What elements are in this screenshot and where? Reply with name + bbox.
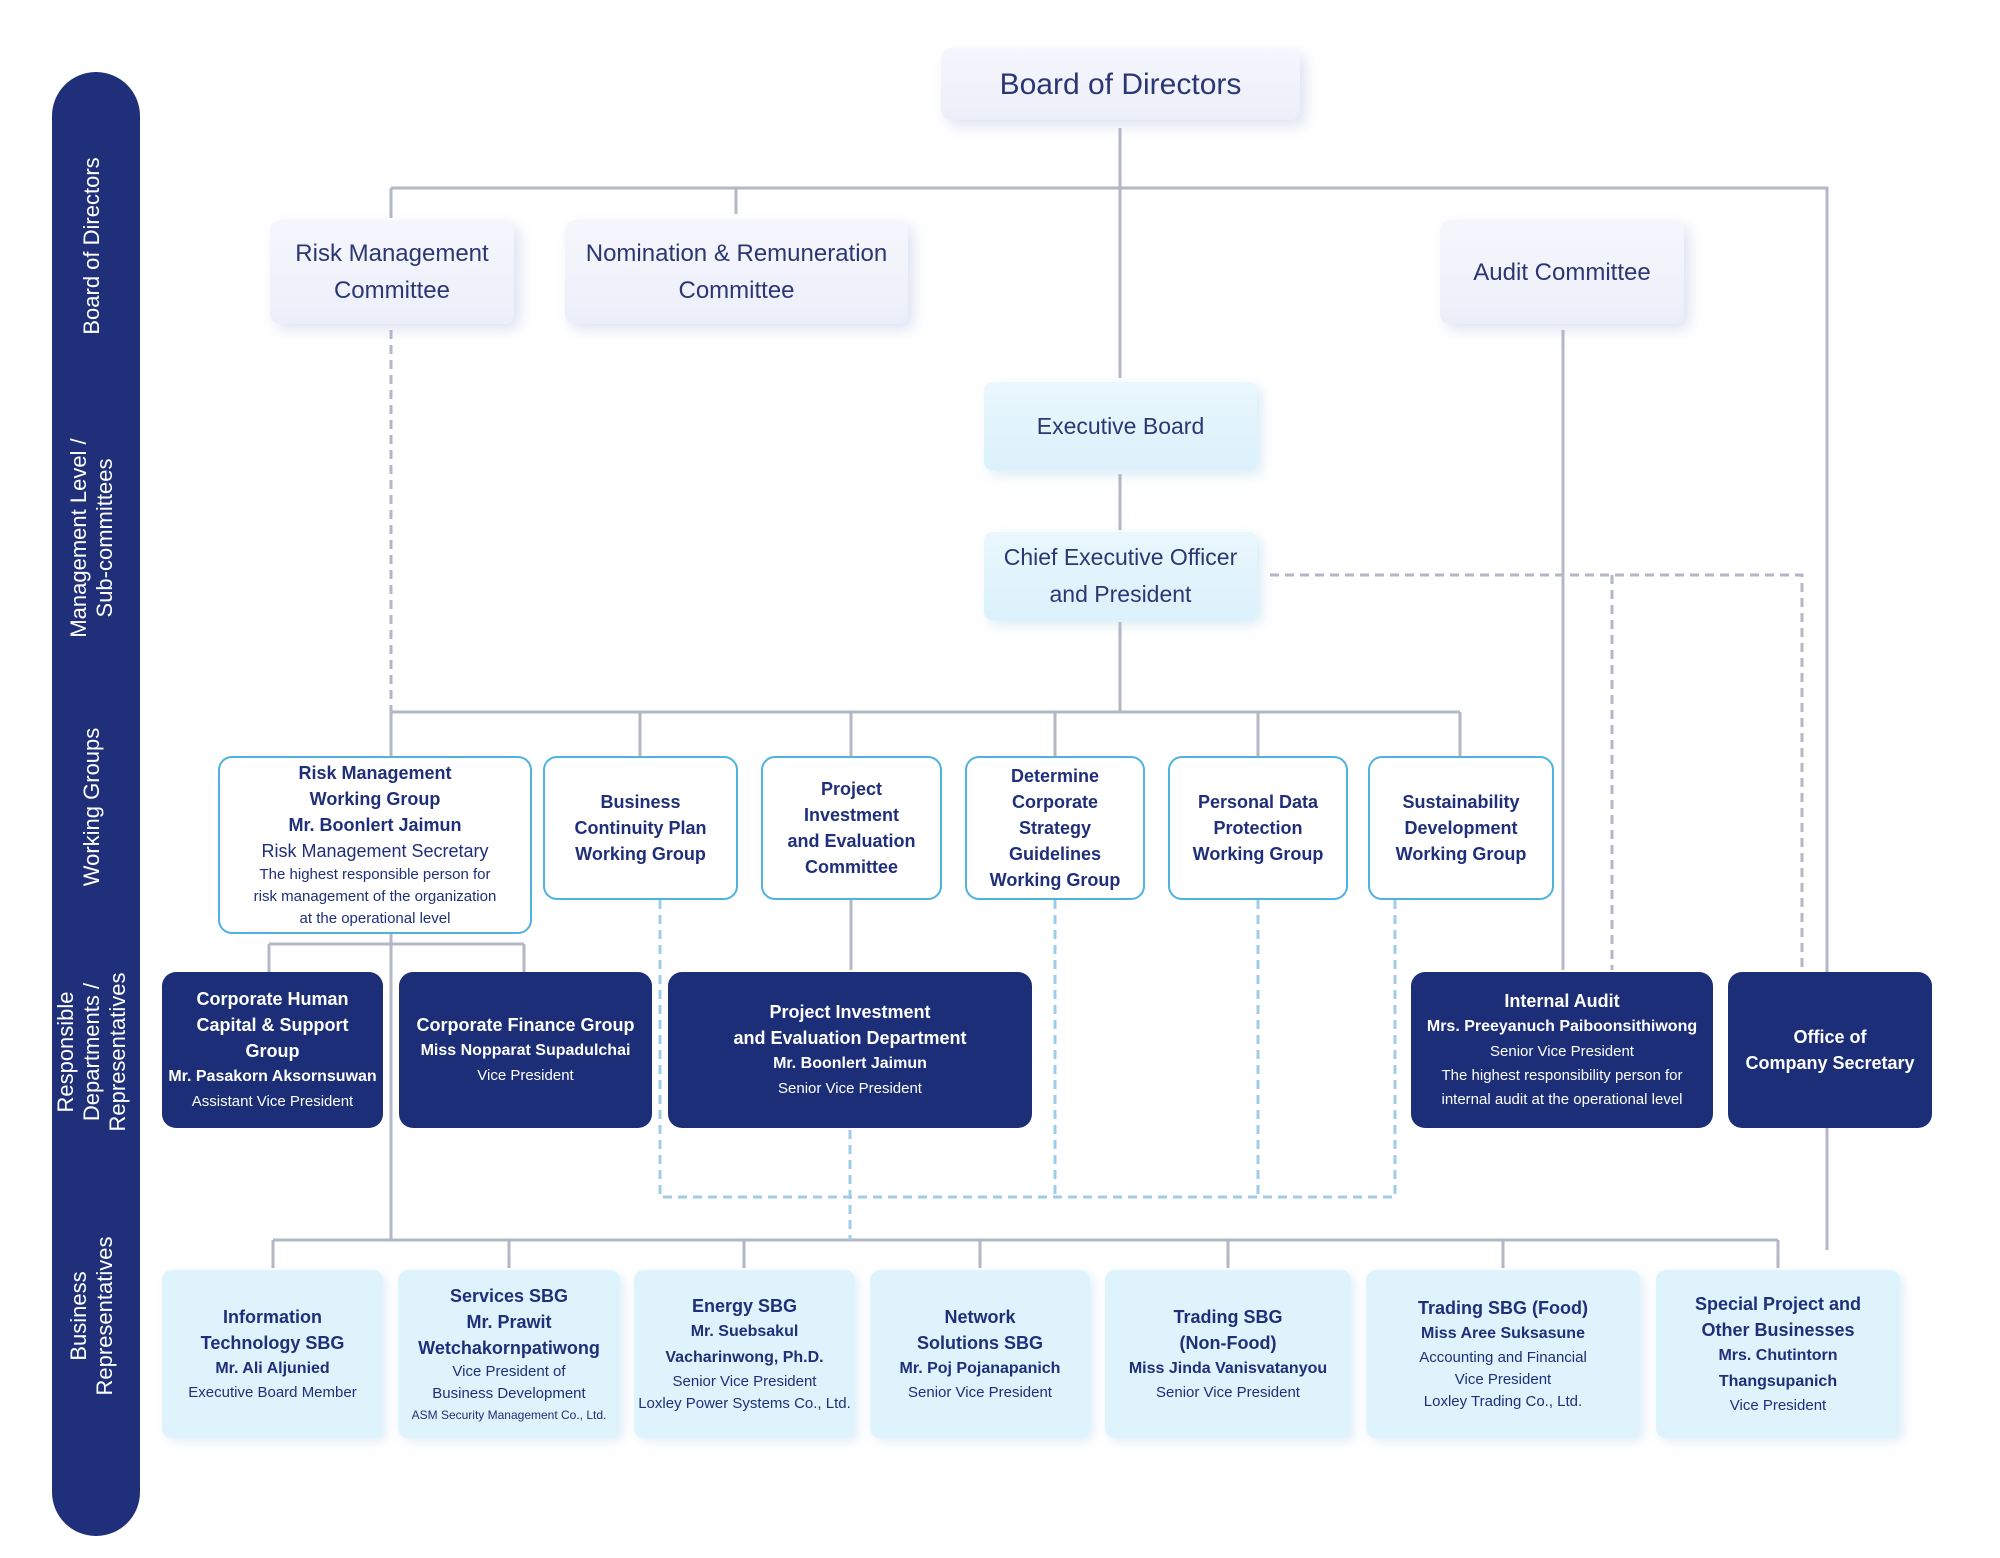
it-sbg-person: Mr. Ali Aljunied: [215, 1360, 330, 1377]
connector-ceo-dashed: [1270, 573, 1804, 970]
bcp-wg-title: Business Continuity Plan Working Group: [574, 792, 707, 864]
energy-sbg-person: Mr. Suebsakul Vacharinwong, Ph.D.: [665, 1323, 824, 1366]
network-sbg-box: Network Solutions SBG Mr. Poj Pojanapani…: [870, 1270, 1090, 1438]
level-sidebar: Board of Directors Management Level / Su…: [52, 72, 140, 1536]
it-sbg-box: Information Technology SBG Mr. Ali Aljun…: [162, 1270, 383, 1438]
it-sbg-role: Executive Board Member: [188, 1384, 357, 1401]
network-sbg-title: Network Solutions SBG: [917, 1307, 1043, 1353]
trading-nonfood-title: Trading SBG (Non-Food): [1173, 1307, 1283, 1353]
project-committee-title: Project Investment and Evaluation Commit…: [787, 779, 916, 877]
services-sbg-role: Vice President of Business Development: [432, 1363, 586, 1402]
trading-food-title: Trading SBG (Food): [1418, 1298, 1588, 1318]
special-project-title: Special Project and Other Businesses: [1694, 1294, 1862, 1340]
business-continuity-wg-box: Business Continuity Plan Working Group: [543, 756, 738, 900]
audit-dept-person: Mrs. Preeyanuch Paiboonsithiwong: [1426, 1018, 1698, 1035]
risk-management-committee-box: Risk Management Committee: [270, 220, 514, 324]
risk-committee-title: Risk Management Committee: [295, 240, 489, 304]
finance-dept-title: Corporate Finance Group: [416, 1015, 635, 1035]
special-project-role: Vice President: [1729, 1397, 1827, 1414]
energy-sbg-role: Senior Vice President: [672, 1373, 817, 1390]
it-sbg-title: Information Technology SBG: [200, 1307, 345, 1353]
project-investment-dept-box: Project Investment and Evaluation Depart…: [668, 972, 1032, 1128]
company-secretary-box: Office of Company Secretary: [1728, 972, 1932, 1128]
nomination-committee-title: Nomination & Remuneration Committee: [585, 240, 888, 304]
audit-dept-title: Internal Audit: [1504, 991, 1620, 1011]
ceo-title: Chief Executive Officer and President: [1003, 544, 1238, 607]
hr-dept-role: Assistant Vice President: [191, 1093, 354, 1110]
corporate-strategy-wg-box: Determine Corporate Strategy Guidelines …: [965, 756, 1145, 900]
audit-committee-title: Audit Committee: [1473, 258, 1651, 286]
trading-food-sbg-box: Trading SBG (Food) Miss Aree Suksasune A…: [1366, 1270, 1640, 1438]
hr-dept-title: Corporate Human Capital & Support Group: [196, 989, 349, 1061]
connector-committee-bus: [391, 186, 1829, 1250]
risk-management-wg-box: Risk Management Working Group Mr. Boonle…: [218, 756, 532, 934]
board-of-directors-box: Board of Directors: [941, 48, 1300, 120]
project-dept-person: Mr. Boonlert Jaimun: [773, 1055, 927, 1072]
nomination-committee-box: Nomination & Remuneration Committee: [565, 220, 908, 324]
trading-food-role: Accounting and Financial Vice President …: [1419, 1349, 1587, 1410]
personal-data-wg-box: Personal Data Protection Working Group: [1168, 756, 1348, 900]
energy-sbg-title: Energy SBG: [691, 1296, 798, 1316]
corporate-human-capital-box: Corporate Human Capital & Support Group …: [162, 972, 383, 1128]
trading-food-person: Miss Aree Suksasune: [1421, 1325, 1585, 1342]
strategy-wg-title: Determine Corporate Strategy Guidelines …: [989, 766, 1121, 890]
executive-board-box: Executive Board: [984, 382, 1257, 470]
risk-wg-title: Risk Management Working Group: [298, 763, 452, 809]
finance-dept-person: Miss Nopparat Supadulchai: [420, 1042, 631, 1059]
hr-dept-person: Mr. Pasakorn Aksornsuwan: [168, 1068, 377, 1085]
corporate-finance-box: Corporate Finance Group Miss Nopparat Su…: [399, 972, 652, 1128]
project-dept-title: Project Investment and Evaluation Depart…: [733, 1002, 967, 1048]
project-dept-role: Senior Vice President: [778, 1080, 922, 1097]
network-sbg-person: Mr. Poj Pojanapanich: [899, 1360, 1061, 1377]
project-investment-committee-box: Project Investment and Evaluation Commit…: [761, 756, 942, 900]
connector-wg-dashed-loop: [658, 900, 1397, 1199]
finance-dept-role: Vice President: [477, 1067, 574, 1084]
audit-dept-role: Senior Vice President: [1490, 1043, 1634, 1060]
trading-nonfood-sbg-box: Trading SBG (Non-Food) Miss Jinda Vanisv…: [1105, 1270, 1351, 1438]
secretary-title: Office of Company Secretary: [1745, 1027, 1915, 1073]
risk-wg-note: The highest responsible person for risk …: [253, 866, 497, 927]
energy-sbg-box: Energy SBG Mr. Suebsakul Vacharinwong, P…: [634, 1270, 855, 1438]
audit-dept-note: The highest responsibility person for in…: [1441, 1067, 1683, 1108]
special-project-person: Mrs. Chutintorn Thangsupanich: [1718, 1347, 1838, 1390]
sustain-wg-title: Sustainability Development Working Group: [1395, 792, 1527, 864]
risk-wg-role: Risk Management Secretary: [261, 841, 489, 861]
services-sbg-title: Services SBG Mr. Prawit Wetchakornpatiwo…: [418, 1286, 600, 1358]
audit-committee-box: Audit Committee: [1440, 220, 1684, 324]
ceo-box: Chief Executive Officer and President: [984, 532, 1257, 620]
special-project-box: Special Project and Other Businesses Mrs…: [1656, 1270, 1900, 1438]
trading-nonfood-person: Miss Jinda Vanisvatanyou: [1128, 1360, 1328, 1377]
trading-nonfood-role: Senior Vice President: [1156, 1384, 1300, 1401]
services-sbg-box: Services SBG Mr. Prawit Wetchakornpatiwo…: [398, 1270, 620, 1438]
internal-audit-box: Internal Audit Mrs. Preeyanuch Paiboonsi…: [1411, 972, 1713, 1128]
network-sbg-role: Senior Vice President: [908, 1384, 1052, 1401]
board-title: Board of Directors: [999, 67, 1242, 101]
executive-board-title: Executive Board: [1036, 412, 1205, 439]
energy-sbg-company: Loxley Power Systems Co., Ltd.: [638, 1395, 851, 1412]
services-sbg-company: ASM Security Management Co., Ltd.: [411, 1408, 607, 1422]
sustainability-wg-box: Sustainability Development Working Group: [1368, 756, 1554, 900]
pdpa-wg-title: Personal Data Protection Working Group: [1192, 792, 1324, 864]
risk-wg-person: Mr. Boonlert Jaimun: [288, 815, 462, 835]
